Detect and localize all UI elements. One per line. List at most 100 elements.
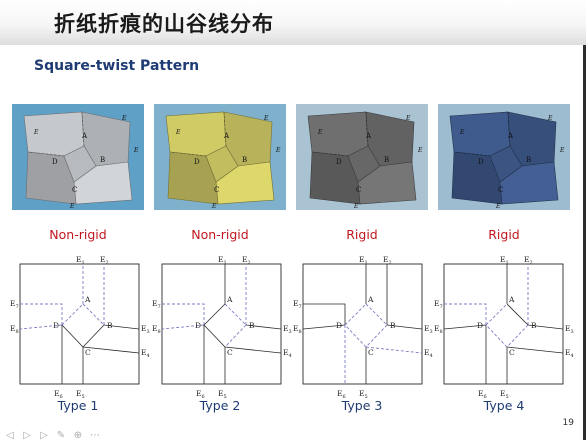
paper-boundary (443, 263, 564, 385)
edge-label: E (353, 203, 359, 210)
valley-crease (224, 303, 247, 326)
vertex-label: D (478, 158, 484, 166)
valley-crease (506, 324, 529, 348)
vertex-label: C (498, 186, 503, 194)
edge-label: E (405, 115, 411, 122)
prev-icon[interactable]: ◁ (6, 430, 14, 441)
edge-label: E1 (500, 255, 509, 266)
play-icon[interactable]: ▷ (23, 430, 31, 441)
mountain-crease (527, 324, 564, 330)
paper-panel (307, 111, 369, 157)
mountain-crease (386, 324, 423, 330)
edge-label: E7 (152, 299, 161, 310)
edge-label: E (275, 147, 281, 154)
crease-line (81, 111, 85, 147)
valley-crease (82, 303, 105, 326)
caption-3: Rigid (346, 227, 378, 242)
page-number: 19 (562, 418, 574, 428)
type-label-2: Type 2 (199, 398, 241, 413)
edge-label: E (495, 203, 501, 210)
edge-label: E (211, 203, 217, 210)
mountain-crease (203, 303, 226, 326)
vertex-label: B (242, 156, 247, 164)
paper-panel (165, 111, 227, 157)
paper-panel (205, 145, 239, 183)
edge-label: E3 (565, 324, 574, 335)
type-label-1: Type 1 (57, 398, 99, 413)
valley-crease (19, 324, 63, 330)
valley-crease (344, 324, 367, 348)
paper-panel (25, 151, 77, 205)
valley-crease (365, 346, 423, 354)
paper-boundary (161, 263, 282, 385)
edge-label: E2 (100, 255, 109, 266)
valley-crease (161, 324, 205, 330)
vertex-label: B (384, 156, 389, 164)
edge-label: E4 (424, 348, 433, 359)
edge-label: E6 (337, 389, 346, 400)
vertex-label: D (52, 158, 58, 166)
edge-label: E3 (424, 324, 433, 335)
edge-label: E8 (293, 324, 302, 335)
zoom-icon[interactable]: ⊕ (73, 430, 83, 441)
valley-crease (444, 303, 487, 325)
edge-label: E (559, 147, 565, 154)
edge-label: E3 (141, 324, 150, 335)
valley-crease (20, 303, 63, 325)
vertex-label: C (85, 348, 91, 357)
valley-crease (162, 303, 205, 325)
edge-label: E (69, 203, 75, 210)
slideshow-toolbar: ◁ ▷ ▷ ✎ ⊕ ⋯ (0, 423, 130, 441)
paper-panel (167, 151, 219, 205)
edge-label: E (547, 115, 553, 122)
paper-panel (347, 145, 381, 183)
pen-icon[interactable]: ✎ (56, 430, 66, 441)
mountain-crease (506, 346, 564, 354)
edge-label: E1 (76, 255, 85, 266)
crease-line (365, 111, 369, 147)
edge-label: E4 (141, 348, 150, 359)
paper-panel (449, 111, 511, 157)
edge-label: E2 (383, 255, 392, 266)
edge-label: E2 (242, 255, 251, 266)
next-icon[interactable]: ▷ (40, 430, 48, 441)
menu-icon[interactable]: ⋯ (90, 430, 100, 441)
edge-label: E7 (10, 299, 19, 310)
type-label-3: Type 3 (341, 398, 383, 413)
edge-label: E4 (283, 348, 292, 359)
vertex-label: A (508, 295, 515, 304)
edge-label: E2 (524, 255, 533, 266)
vertex-label: D (195, 321, 201, 330)
valley-crease (365, 324, 388, 348)
paper-panel (451, 151, 503, 205)
edge-label: E (263, 115, 269, 122)
mountain-crease (103, 324, 140, 330)
vertex-label: A (84, 295, 91, 304)
edge-label: E1 (218, 255, 227, 266)
valley-crease (224, 324, 247, 348)
vertex-label: A (507, 132, 514, 140)
valley-crease (485, 324, 508, 348)
edge-label: E1 (359, 255, 368, 266)
valley-crease (344, 303, 367, 326)
vertex-label: B (107, 321, 113, 330)
mountain-crease (303, 303, 346, 325)
crease-line (223, 111, 227, 147)
edge-label: E (175, 129, 181, 136)
edge-label: E8 (10, 324, 19, 335)
paper-panel (489, 145, 523, 183)
vertex-label: D (194, 158, 200, 166)
